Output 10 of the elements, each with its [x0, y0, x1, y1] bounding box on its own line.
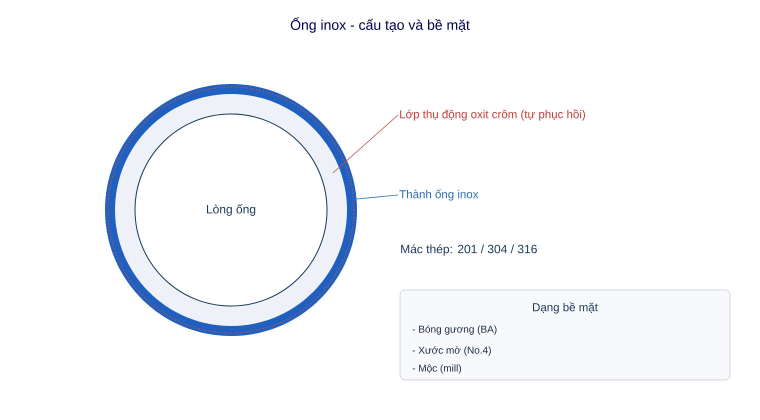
grade-label: Mác thép: 201 / 304 / 316: [401, 244, 537, 256]
list-item: - Bóng gương (BA): [412, 325, 497, 335]
list-item: - Xước mờ (No.4): [412, 346, 491, 356]
title: Ống inox - cấu tạo và bề mặt: [290, 17, 470, 33]
leader-line: [356, 194, 398, 200]
panel-heading: Dạng bề mặt: [533, 302, 598, 314]
list-item: - Mộc (mill): [412, 364, 461, 374]
callout-label: Lớp thụ động oxit crôm (tự phục hồi): [400, 109, 585, 121]
callout-label: Thành ống inox: [399, 189, 478, 201]
leader-line: [332, 114, 398, 174]
